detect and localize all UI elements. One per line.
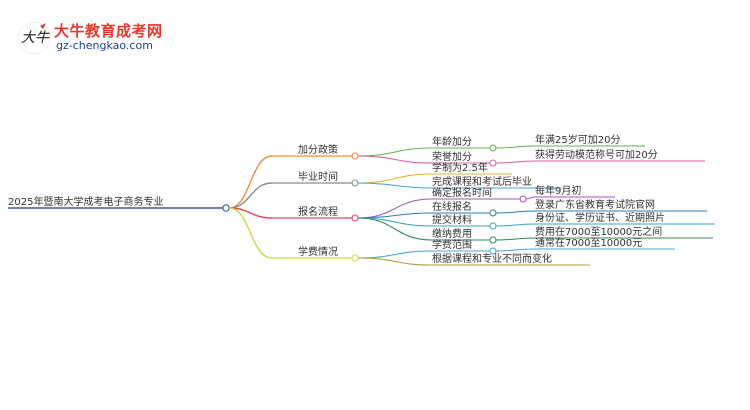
child-node [489,144,497,152]
child-connector [357,155,433,164]
leaf-label: 身份证、学历证书、近期照片 [535,211,665,224]
leaf-connector [495,210,536,214]
child-label: 在线报名 [432,200,472,213]
leaf-label: 年满25岁可加20分 [535,133,620,146]
child-connector [357,147,433,157]
child-label: 年龄加分 [432,135,472,148]
branch-label: 学费情况 [298,245,338,258]
branch-connector [228,207,273,259]
child-node [489,209,497,217]
child-label: 完成课程和考试后毕业 [432,175,532,188]
logo-brand-name: 大牛教育成考网 [54,22,163,40]
child-label: 提交材料 [432,213,472,226]
branch-node [351,254,359,262]
child-node [489,236,497,244]
branch-connector [228,155,273,209]
leaf-label: 登录广东省教育考试院官网 [535,198,655,211]
logo-mark-text: 大牛 [21,30,50,46]
child-connector [357,217,433,241]
child-label: 荣誉加分 [432,150,472,163]
branch-node [351,179,359,187]
logo-domain: gz-chengkao.com [56,39,153,52]
leaf-label: 每年9月初 [535,184,581,197]
leaf-label: 获得劳动模范称号可加20分 [535,148,658,161]
leaf-label: 通常在7000至10000元 [535,236,642,249]
leaf-connector [495,145,536,149]
branch-node [351,214,359,222]
child-connector [357,173,433,184]
child-connector [357,250,433,259]
child-node [489,222,497,230]
branch-label: 报名流程 [298,205,338,218]
leaf-label: 费用在7000至10000元之间 [535,225,662,238]
child-label: 缴纳费用 [432,227,472,240]
leaf-connector [495,237,536,241]
child-connector [357,212,433,219]
child-connector [357,182,433,189]
leaf-connector [525,196,536,200]
leaf-connector [495,223,536,227]
leaf-connector [495,248,536,252]
child-label: 学制为2.5年 [432,161,488,174]
child-node [489,159,497,167]
branch-label: 加分政策 [298,143,338,156]
child-node [519,195,527,203]
root-label: 2025年暨南大学成考电子商务专业 [8,195,163,208]
site-logo[interactable]: 大牛 大牛教育成考网 gz-chengkao.com [16,18,166,58]
branch-label: 毕业时间 [298,170,338,183]
logo-mark-icon: 大牛 [17,21,51,55]
child-label: 根据课程和专业不同而变化 [432,252,552,265]
branch-connector [228,182,273,209]
child-connector [357,257,433,266]
leaf-connector [495,160,536,164]
child-label: 学费范围 [432,238,472,251]
child-label: 确定报名时间 [432,186,492,199]
root-node [222,204,230,212]
branch-node [351,152,359,160]
